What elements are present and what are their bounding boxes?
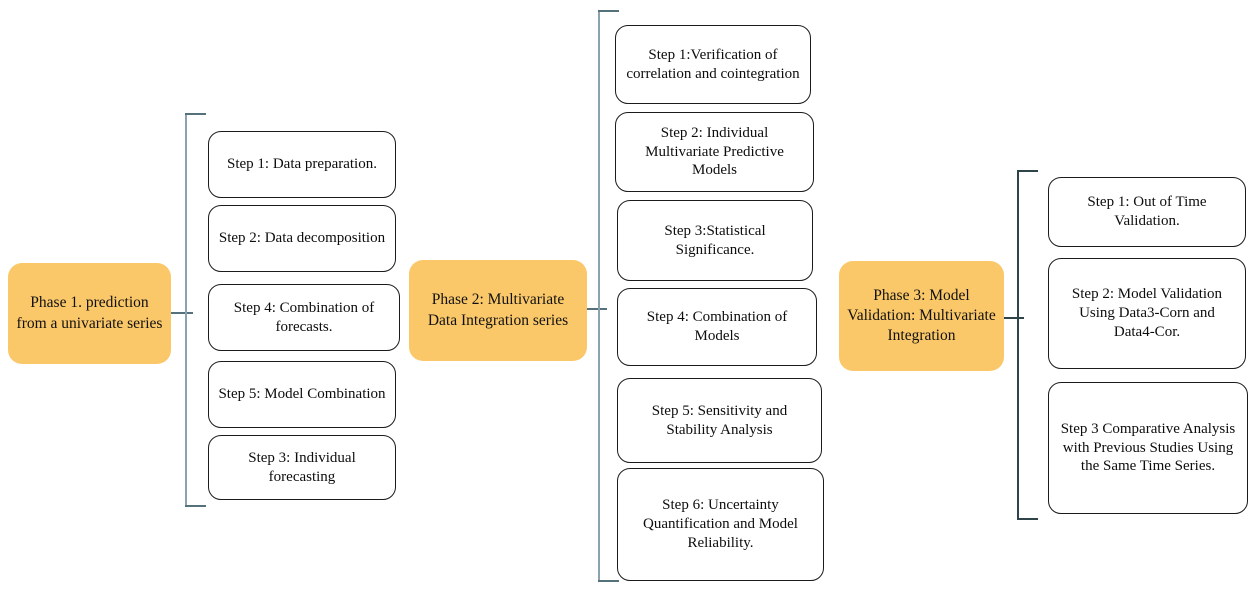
step-box-p1-s1[interactable]: Step 1: Data preparation. <box>208 131 396 198</box>
step-box-p1-s3[interactable]: Step 4: Combination of forecasts. <box>208 284 400 351</box>
step-label-p3-s2: Step 2: Model Validation Using Data3-Cor… <box>1071 286 1223 340</box>
phase-2-label: Phase 2: Multivariate Data Integration s… <box>427 291 569 329</box>
phase-3-bracket <box>1017 170 1038 520</box>
phase-2-bracket-tick-top <box>598 10 619 13</box>
phase-3-bracket-spine <box>1017 170 1020 520</box>
phase-3-connector <box>1000 317 1024 320</box>
phase-2-box[interactable]: Phase 2: Multivariate Data Integration s… <box>409 260 587 361</box>
step-label-p3-s1: Step 1: Out of Time Validation. <box>1087 194 1207 229</box>
phase-1-bracket-tick-bottom <box>185 504 206 507</box>
step-box-p2-s2[interactable]: Step 2: Individual Multivariate Predicti… <box>615 112 814 192</box>
step-box-p3-s1[interactable]: Step 1: Out of Time Validation. <box>1048 177 1246 247</box>
step-box-p2-s6[interactable]: Step 6: Uncertainty Quantification and M… <box>617 468 824 581</box>
step-label-p2-s6: Step 6: Uncertainty Quantification and M… <box>643 497 798 551</box>
phase-3-box[interactable]: Phase 3: Model Validation: Multivariate … <box>839 261 1004 371</box>
phase-1-label: Phase 1. prediction from a univariate se… <box>16 294 163 332</box>
step-label-p2-s4: Step 4: Combination of Models <box>646 309 788 344</box>
step-label-p1-s4: Step 5: Model Combination <box>218 386 386 403</box>
step-box-p2-s5[interactable]: Step 5: Sensitivity and Stability Analys… <box>617 378 822 463</box>
phase-2-connector <box>583 308 607 311</box>
step-label-p3-s3: Step 3 Comparative Analysis with Previou… <box>1060 420 1236 475</box>
step-label-p2-s1: Step 1:Verification of correlation and c… <box>626 46 800 82</box>
phase-1-bracket-tick-top <box>185 113 206 116</box>
step-box-p3-s3[interactable]: Step 3 Comparative Analysis with Previou… <box>1048 382 1248 514</box>
phase-1-connector <box>167 312 193 315</box>
step-box-p1-s5[interactable]: Step 3: Individual forecasting <box>208 435 396 500</box>
phase-3-bracket-tick-bottom <box>1017 517 1038 520</box>
step-label-p1-s2: Step 2: Data decomposition <box>218 230 386 247</box>
phase-1-bracket-spine <box>185 113 188 507</box>
phase-2-bracket-spine <box>598 10 601 582</box>
step-box-p3-s2[interactable]: Step 2: Model Validation Using Data3-Cor… <box>1048 258 1246 369</box>
step-label-p2-s5: Step 5: Sensitivity and Stability Analys… <box>651 402 788 438</box>
step-label-p1-s5: Step 3: Individual forecasting <box>248 449 356 485</box>
step-label-p2-s3: Step 3:Statistical Significance. <box>664 222 766 258</box>
phase-3-label: Phase 3: Model Validation: Multivariate … <box>847 286 996 345</box>
step-box-p2-s4[interactable]: Step 4: Combination of Models <box>617 288 817 366</box>
step-box-p1-s2[interactable]: Step 2: Data decomposition <box>208 205 396 272</box>
step-box-p1-s4[interactable]: Step 5: Model Combination <box>208 361 396 428</box>
step-box-p2-s3[interactable]: Step 3:Statistical Significance. <box>617 200 813 281</box>
phase-1-bracket <box>185 113 206 507</box>
phase-3-bracket-tick-top <box>1017 170 1038 173</box>
step-label-p1-s3: Step 4: Combination of forecasts. <box>233 299 375 335</box>
phase-1-box[interactable]: Phase 1. prediction from a univariate se… <box>8 263 171 364</box>
step-label-p1-s1: Step 1: Data preparation. <box>227 156 377 173</box>
step-label-p2-s2: Step 2: Individual Multivariate Predicti… <box>645 124 784 179</box>
step-box-p2-s1[interactable]: Step 1:Verification of correlation and c… <box>615 25 811 104</box>
phase-2-bracket-tick-bottom <box>598 579 619 582</box>
